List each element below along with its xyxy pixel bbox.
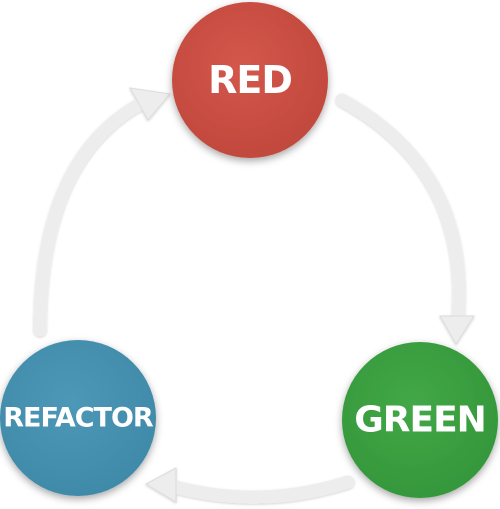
node-red: RED	[172, 2, 328, 158]
node-green: GREEN	[342, 342, 498, 498]
node-refactor: REFACTOR	[0, 340, 156, 496]
arrow-refactor-to-red	[33, 87, 171, 337]
node-refactor-circle	[0, 340, 156, 496]
node-green-circle	[342, 342, 498, 498]
arrow-green-to-refactor	[144, 467, 355, 504]
arrow-red-to-green	[335, 93, 475, 345]
node-refactor-label: REFACTOR	[3, 403, 154, 434]
node-green-label: GREEN	[354, 400, 486, 441]
node-red-label: RED	[208, 58, 292, 102]
node-red-circle	[172, 2, 328, 158]
